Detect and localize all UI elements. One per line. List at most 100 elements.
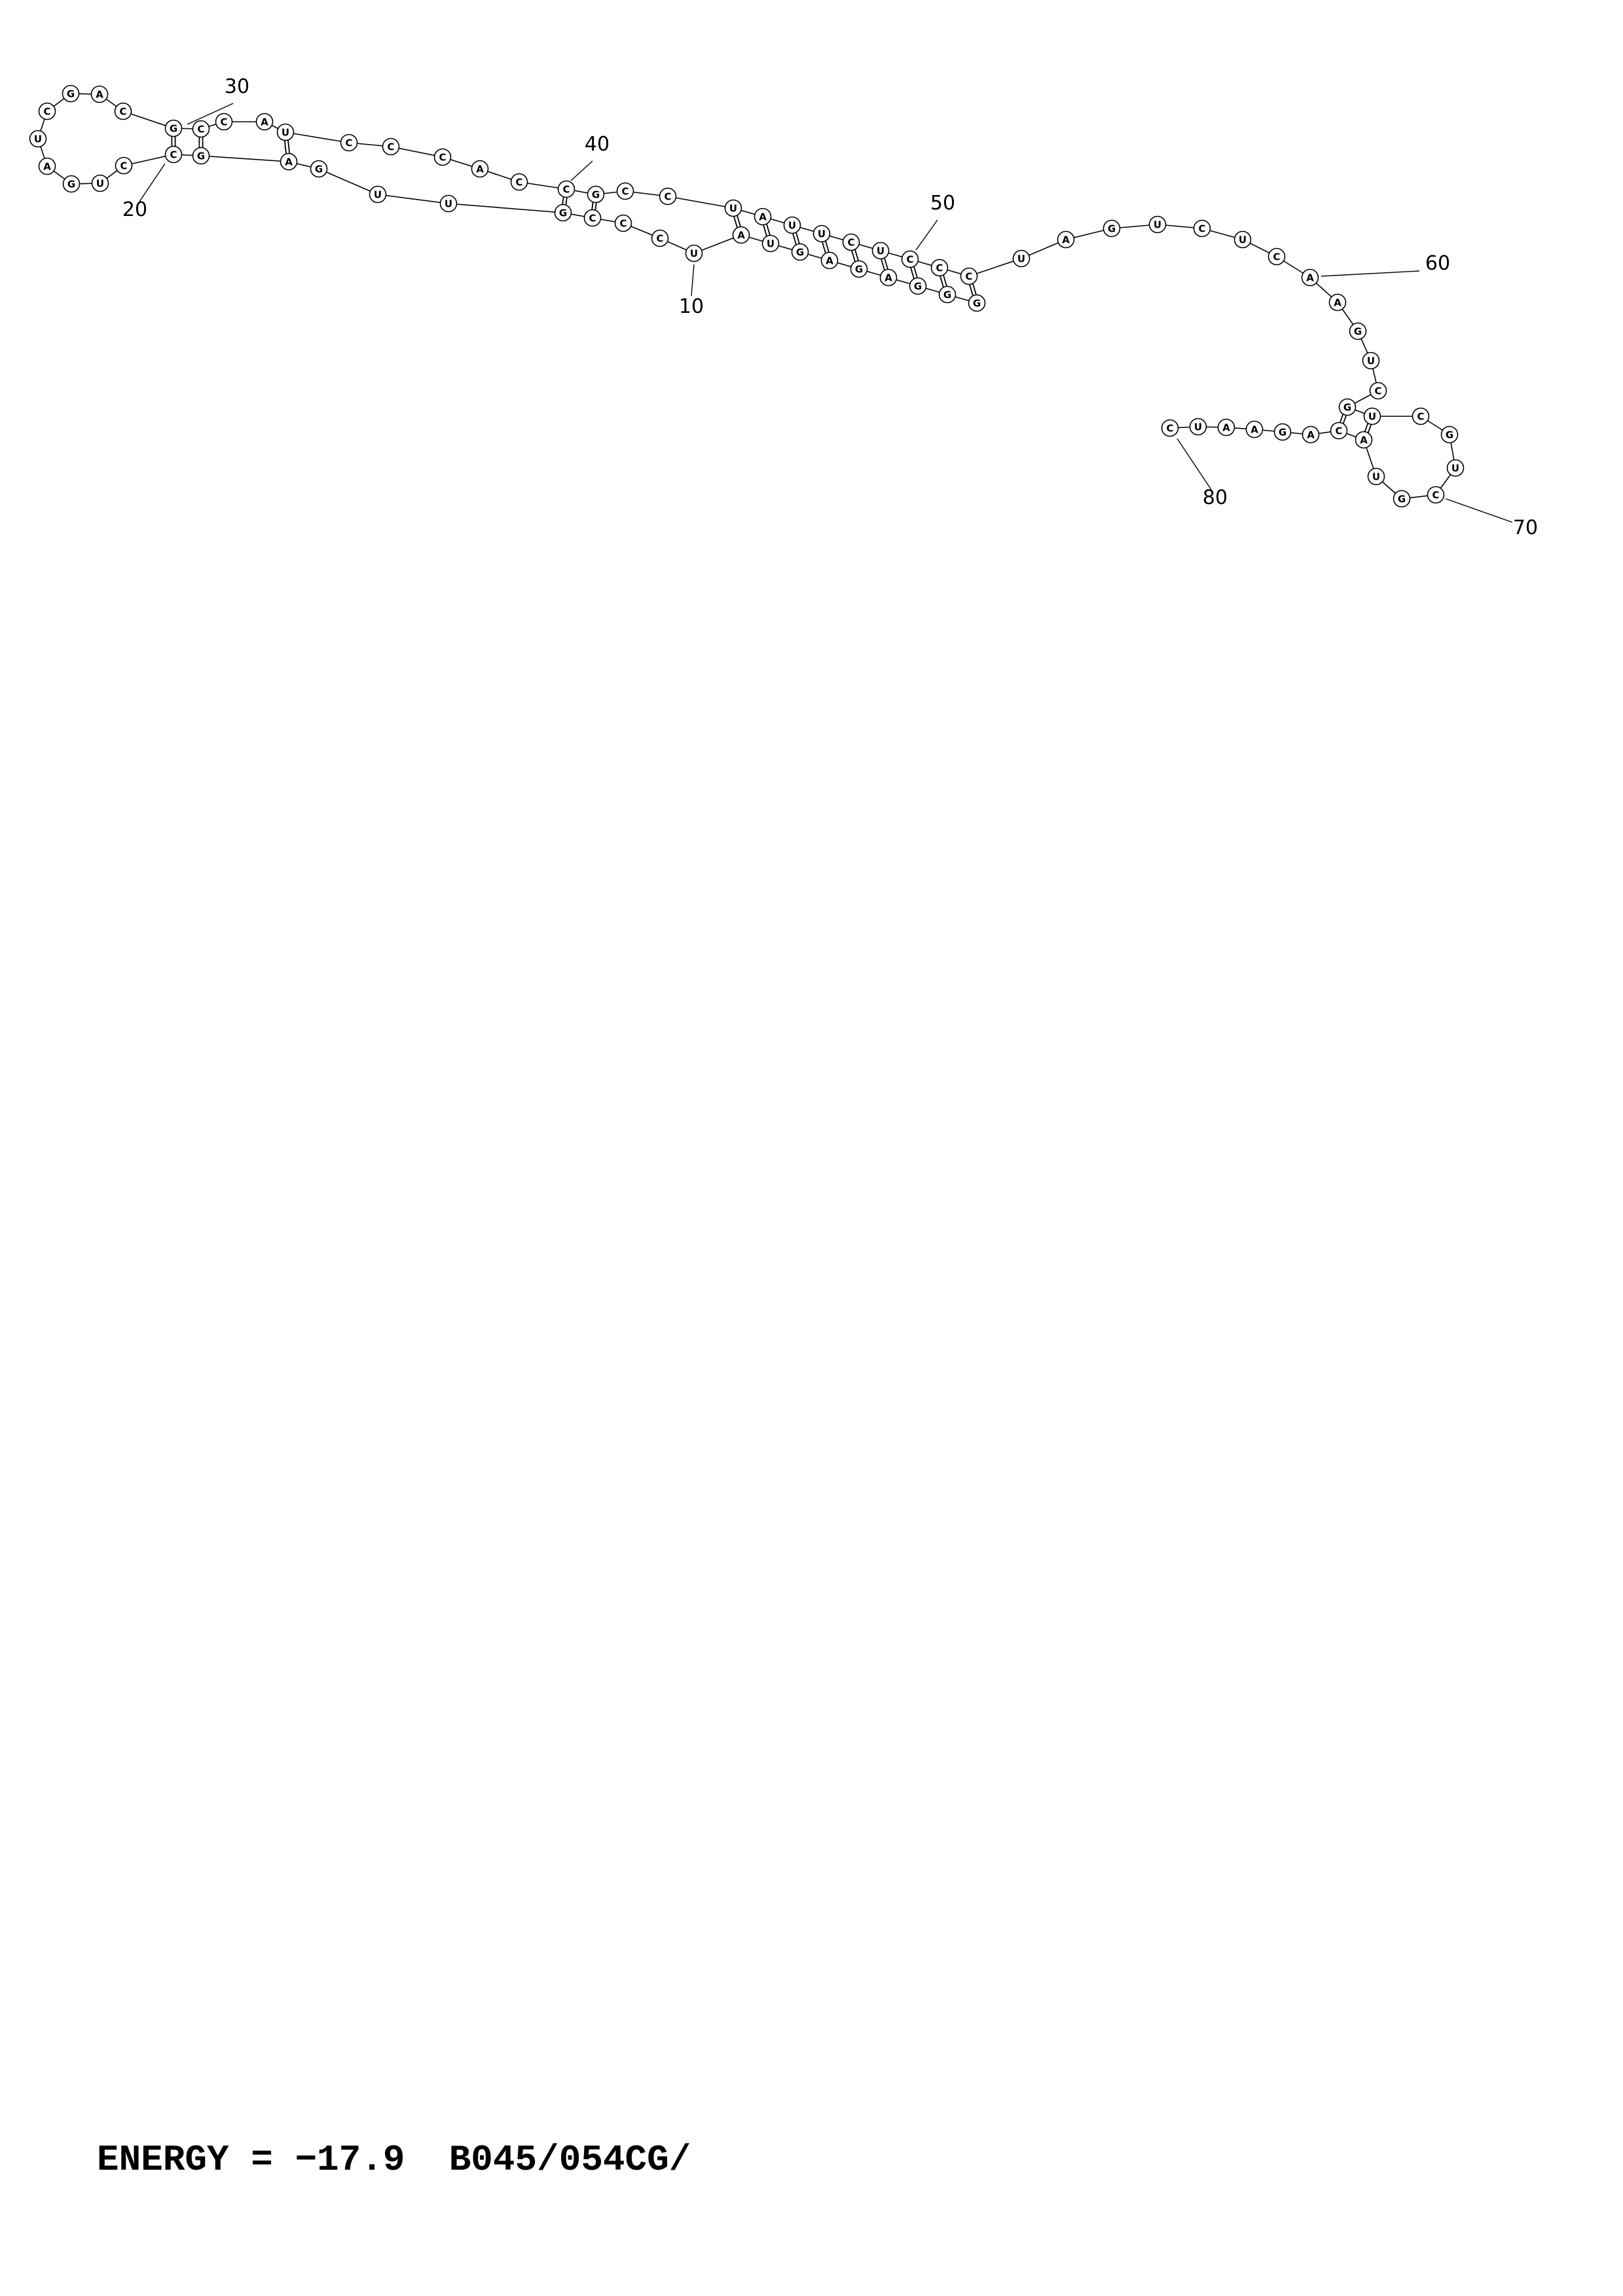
backbone-segment (122, 111, 174, 129)
nucleotide-base: C (664, 191, 671, 203)
nucleotide-circle (192, 147, 210, 165)
nucleotide-base: A (1334, 297, 1341, 309)
nucleotide-base: A (476, 164, 484, 175)
nucleotide-base: C (1198, 223, 1205, 235)
nucleotide-base: G (1354, 326, 1362, 338)
nucleotide-base: U (1367, 355, 1375, 367)
nucleotide-circle (1349, 322, 1367, 340)
nucleotide-base: U (877, 245, 884, 257)
nucleotide-base: A (884, 272, 892, 284)
nucleotide-base: U (1368, 411, 1376, 423)
nucleotide-base: A (1222, 422, 1230, 434)
nucleotide-circle (1367, 467, 1385, 486)
nucleotide-circle (1245, 420, 1264, 439)
nucleotide-base: C (562, 184, 570, 196)
nucleotide-base: A (826, 255, 833, 267)
label-leader-line (915, 219, 938, 251)
nucleotide-base: C (965, 271, 972, 283)
nucleotide-base: U (1239, 234, 1247, 246)
nucleotide-base: G (1446, 429, 1453, 441)
backbone-segment (285, 132, 350, 143)
nucleotide-circle (1338, 398, 1357, 416)
nucleotide-circle (732, 226, 750, 244)
nucleotide-base: G (197, 151, 205, 162)
nucleotide-circle (557, 180, 575, 198)
label-leader-line (691, 264, 695, 296)
nucleotide-base: C (170, 149, 177, 161)
nucleotide-circle (382, 137, 400, 156)
nucleotide-base: G (170, 123, 177, 135)
nucleotide-base: U (1372, 471, 1380, 483)
nucleotide-base: A (1307, 429, 1315, 441)
nucleotide-circle (90, 85, 109, 103)
nucleotide-base: C (387, 141, 394, 153)
nucleotide-circle (255, 113, 274, 131)
nucleotide-base: G (559, 207, 567, 219)
nucleotide-circle (761, 234, 780, 253)
nucleotide-circle (340, 134, 358, 152)
nucleotide-circle (938, 285, 957, 304)
nucleotide-circle (510, 173, 528, 191)
nucleotide-base: G (1108, 223, 1116, 235)
position-label: 40 (585, 133, 610, 156)
backbone-segment (968, 258, 1022, 277)
nucleotide-circle (1427, 486, 1445, 504)
label-leader-line (187, 103, 234, 125)
nucleotide-circle (554, 204, 572, 222)
position-label: 80 (1203, 486, 1228, 509)
nucleotide-base: C (656, 233, 663, 245)
nucleotide-circle (850, 260, 868, 278)
nucleotide-circle (1393, 490, 1411, 508)
nucleotide-circle (1103, 219, 1121, 238)
nucleotide-base: U (818, 228, 826, 240)
nucleotide-circle (1273, 423, 1292, 441)
nucleotide-circle (369, 185, 387, 204)
nucleotide-base: A (737, 230, 745, 242)
nucleotide-base: G (315, 164, 323, 175)
nucleotide-circle (433, 148, 452, 166)
nucleotide-circle (1233, 230, 1252, 249)
nucleotide-circle (842, 233, 860, 251)
backbone-segment (448, 203, 564, 213)
nucleotide-circle (783, 216, 801, 234)
nucleotide-base: G (67, 88, 75, 100)
nucleotide-base: G (1398, 493, 1406, 505)
nucleotide-circle (583, 209, 602, 227)
nucleotide-circle (1412, 407, 1430, 425)
nucleotide-base: C (1432, 490, 1439, 501)
nucleotide-circle (215, 113, 233, 131)
nucleotide-base: C (119, 106, 126, 118)
backbone-segment (200, 155, 289, 162)
nucleotide-circle (114, 102, 132, 120)
label-leader-line (1321, 270, 1420, 277)
nucleotide-base: C (589, 213, 596, 224)
nucleotide-circle (879, 268, 898, 287)
nucleotide-circle (1328, 293, 1347, 312)
nucleotide-base: A (1062, 234, 1070, 246)
position-label: 70 (1513, 516, 1538, 539)
nucleotide-circle (1302, 425, 1320, 444)
nucleotide-base: C (1335, 425, 1342, 437)
nucleotide-circle (38, 157, 56, 175)
nucleotide-circle (192, 120, 210, 138)
nucleotide-circle (651, 229, 669, 247)
nucleotide-circle (812, 224, 831, 243)
nucleotide-base: C (120, 160, 127, 172)
label-leader-line (570, 160, 593, 181)
nucleotide-base: A (1360, 435, 1368, 446)
nucleotide-base: U (1017, 253, 1025, 265)
nucleotide-base: A (43, 161, 51, 173)
nucleotide-base: C (1374, 386, 1381, 397)
nucleotide-circle (1217, 418, 1235, 437)
nucleotide-base: C (847, 237, 854, 249)
nucleotide-base: G (592, 189, 600, 201)
backbone-segment (318, 168, 378, 195)
nucleotide-base: C (621, 186, 629, 198)
nucleotide-circle (1189, 418, 1207, 436)
position-label: 50 (930, 192, 955, 215)
nucleotide-circle (1440, 425, 1459, 444)
nucleotide-circle (1057, 230, 1075, 249)
nucleotide-base: A (1306, 272, 1314, 284)
nucleotide-base: C (515, 177, 522, 188)
nucleotide-circle (164, 119, 183, 137)
